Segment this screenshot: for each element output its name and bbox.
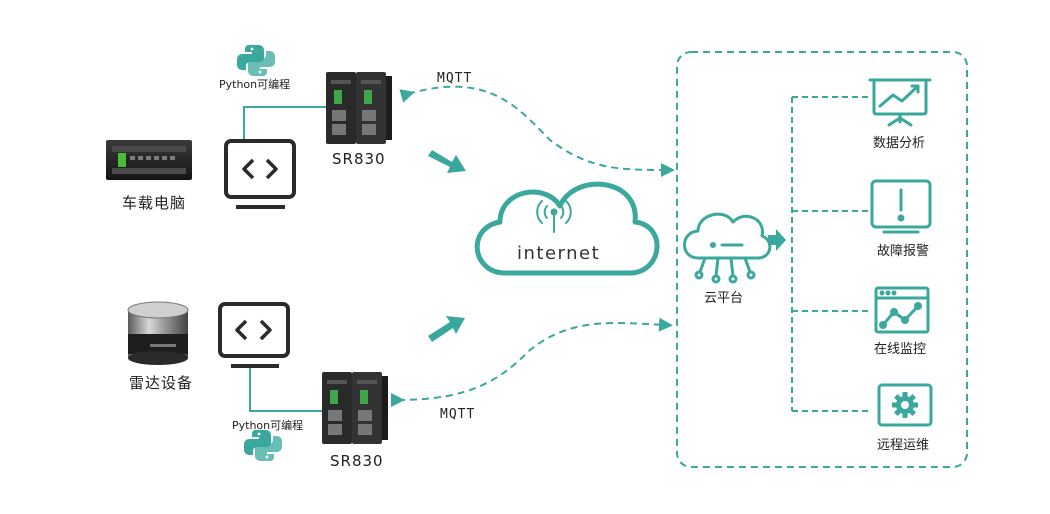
cloud-platform-label: 云平台: [704, 291, 744, 306]
radar-device-image: [127, 301, 189, 365]
python-programmable-label-bottom: Python可编程: [232, 419, 304, 432]
service-label-remote-maintenance: 远程运维: [877, 438, 930, 453]
platform-to-services-arrow: [768, 229, 786, 251]
service-label-fault-alarm: 故障报警: [877, 244, 930, 259]
alert-monitor-icon: [870, 179, 932, 234]
radar-device-label: 雷达设备: [129, 374, 194, 392]
internet-label: internet: [517, 243, 601, 264]
sr830-gateway-image-bottom: [322, 372, 388, 444]
mqtt-link-bottom: [390, 317, 673, 408]
mqtt-label-top: MQTT: [437, 71, 473, 86]
gear-icon: [877, 383, 933, 427]
service-branch-lines: [791, 96, 868, 412]
gateway-to-internet-arrow-bottom: [428, 316, 465, 342]
mqtt-label-bottom: MQTT: [440, 407, 476, 422]
python-logo-icon-bottom: [244, 429, 282, 462]
code-monitor-icon-top: [224, 139, 296, 209]
python-logo-icon-top: [237, 44, 275, 77]
cloud-network-icon: [683, 212, 772, 284]
mqtt-link-top: [399, 85, 675, 177]
gateway-to-internet-arrow-top: [428, 150, 466, 173]
gateway-model-label-bottom: SR830: [330, 452, 384, 470]
sr830-gateway-image-top: [326, 72, 392, 144]
service-label-data-analysis: 数据分析: [873, 136, 926, 151]
python-programmable-label-top: Python可编程: [219, 78, 291, 91]
internet-cloud-shape: [474, 181, 660, 276]
code-monitor-icon-bottom: [218, 302, 290, 368]
antenna-signal-icon: [536, 200, 572, 233]
service-label-online-monitoring: 在线监控: [874, 342, 927, 357]
top-connector-line: [243, 106, 326, 140]
cloud-platform-container: [676, 51, 968, 468]
gateway-model-label-top: SR830: [332, 150, 386, 168]
monitor-line-chart-icon: [874, 286, 930, 334]
presentation-chart-icon: [868, 78, 932, 127]
vehicle-computer-plc-image: [106, 140, 192, 180]
bottom-connector-line: [249, 368, 326, 412]
vehicle-computer-label: 车载电脑: [122, 194, 187, 212]
